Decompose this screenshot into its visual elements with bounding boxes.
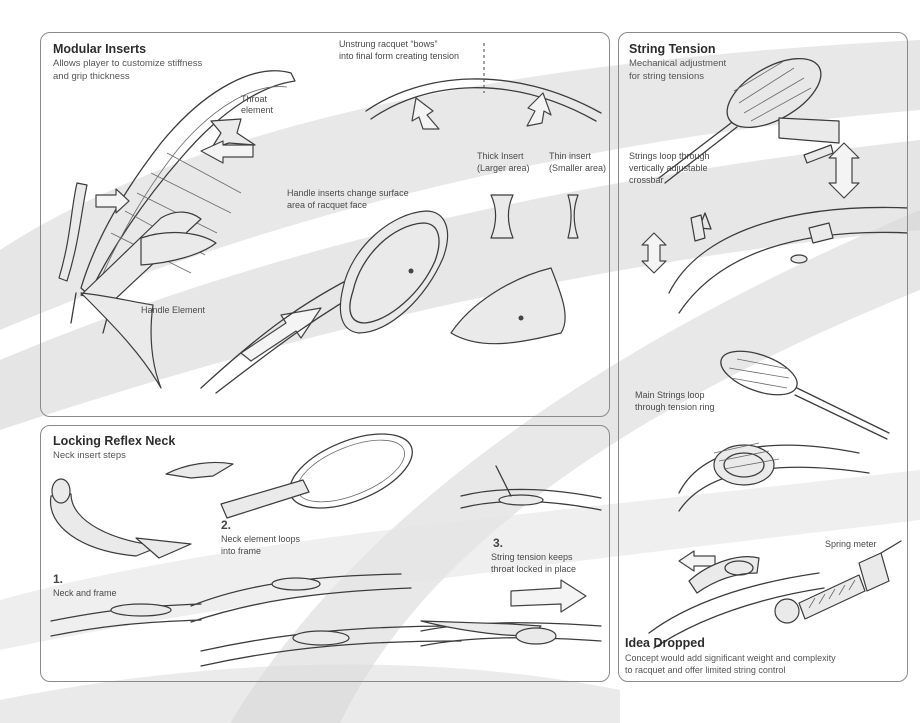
crossbar-up-down-arrow <box>828 142 860 199</box>
throat-element-label-line-1: Throat <box>241 94 268 104</box>
handle-element-label: Handle Element <box>141 305 206 315</box>
handle-inserts-label-line-2: area of racquet face <box>287 200 368 210</box>
step-3-label-line-2: throat locked in place <box>491 564 577 574</box>
string-tension-sketch <box>641 57 907 649</box>
idea-dropped-text-line-2: to racquet and offer limited string cont… <box>625 665 786 675</box>
modular-inserts-subtitle-line-1: Allows player to customize stiffness <box>53 58 203 69</box>
mechanism-left-arrow <box>678 550 716 572</box>
step-1-label: Neck and frame <box>53 588 117 598</box>
unstrung-racquet-label-line-1: Unstrung racquet “bows” <box>339 39 438 49</box>
step-1-number: 1. <box>53 572 64 586</box>
step-3-number: 3. <box>493 536 504 550</box>
step-2-label-line-1: Neck element loops <box>221 534 301 544</box>
string-tension-subtitle-line-1: Mechanical adjustment <box>629 58 727 69</box>
step-3-label-line-1: String tension keeps <box>491 552 573 562</box>
neck-insert-sketch <box>49 493 162 557</box>
racquet-top-sketch <box>658 57 822 184</box>
throat-element-label-line-2: element <box>241 105 274 115</box>
locking-reflex-neck-panel: Locking Reflex Neck Neck insert steps 1.… <box>40 425 610 682</box>
locking-reflex-neck-title: Locking Reflex Neck <box>53 434 176 448</box>
locking-reflex-neck-sketch <box>49 433 602 667</box>
step-2-number: 2. <box>221 518 232 532</box>
crossbar-label-line-2: vertically adjustable <box>629 163 708 173</box>
spring-meter-sketch <box>774 540 902 624</box>
handle-inserts-label-line-1: Handle inserts change surface <box>287 188 409 198</box>
spring-meter-label: Spring meter <box>825 539 877 549</box>
string-tension-subtitle-line-2: for string tensions <box>629 71 704 82</box>
main-strings-label-line-1: Main Strings loop <box>635 390 705 400</box>
string-tension-title: String Tension <box>629 42 716 56</box>
modular-inserts-subtitle-line-2: and grip thickness <box>53 71 130 82</box>
main-strings-label-line-2: through tension ring <box>635 402 715 412</box>
modular-inserts-panel: Modular Inserts Allows player to customi… <box>40 32 610 417</box>
step-2-label-line-2: into frame <box>221 546 262 556</box>
thick-insert-label-line-1: Thick Insert <box>477 151 524 161</box>
thick-insert-sketch <box>490 194 514 239</box>
idea-dropped-title: Idea Dropped <box>625 636 705 650</box>
idea-dropped-text-line-1: Concept would add significant weight and… <box>625 653 836 663</box>
thin-insert-sketch <box>567 194 579 239</box>
insert-ring-sketch <box>339 210 449 334</box>
step-3-arrow <box>510 579 587 613</box>
string-tension-panel: String Tension Mechanical adjustment for… <box>618 32 908 682</box>
frame-up-down-arrow <box>641 232 667 274</box>
racquet-middle-sketch <box>720 350 890 440</box>
handle-insert-triangle-sketch <box>80 292 162 389</box>
thin-insert-label-line-1: Thin insert <box>549 151 592 161</box>
modular-inserts-title: Modular Inserts <box>53 42 147 56</box>
racquet-step-2-sketch <box>220 433 413 519</box>
unstrung-racquet-label-line-2: into final form creating tension <box>339 51 460 61</box>
crossbar-label-line-1: Strings loop through <box>629 151 710 161</box>
thick-insert-label-line-2: (Larger area) <box>477 163 530 173</box>
locking-reflex-neck-subtitle: Neck insert steps <box>53 450 126 461</box>
thin-insert-label-line-2: (Smaller area) <box>549 163 607 173</box>
crossbar-label-line-3: crossbar <box>629 175 664 185</box>
modular-inserts-sketch <box>58 43 602 394</box>
